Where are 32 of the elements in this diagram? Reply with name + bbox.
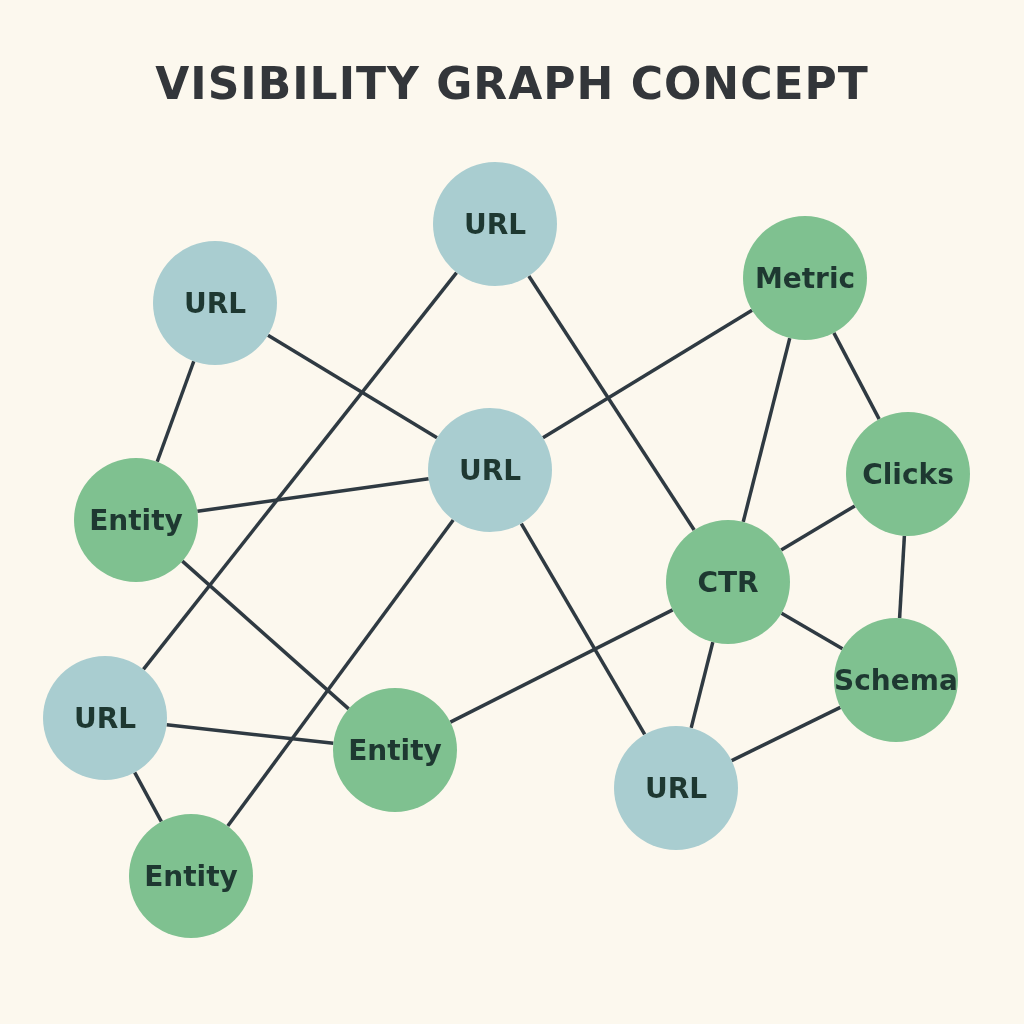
connector-line [527,275,696,531]
node-label: Clicks [862,457,954,491]
node-label: Entity [348,733,442,767]
connector-line [181,559,350,711]
node-label: URL [183,286,247,320]
node-label: URL [644,771,708,805]
connector-line [155,360,196,463]
node-label: Schema [834,663,958,697]
connector-line [689,641,715,729]
node-label: CTR [697,565,759,599]
connector-line [730,705,842,763]
connector-line [741,337,792,523]
node-label: Entity [144,859,238,893]
connector-line [542,308,753,440]
connector-line [166,723,334,745]
diagram-title: VISIBILITY GRAPH CONCEPT [155,58,869,109]
connector-line [780,504,856,552]
connector-line [197,476,429,514]
connector-line [449,608,674,724]
connector-line [267,333,438,440]
node-label: URL [458,453,522,487]
connector-line [226,518,455,828]
node-label: Entity [89,503,183,537]
connector-line [832,332,881,420]
connector-line [897,535,907,619]
connector-line [780,611,844,651]
node-label: Metric [754,261,856,295]
node-label: URL [463,207,527,241]
connector-line [133,771,163,823]
node-label: URL [73,701,137,735]
connector-line [142,271,458,671]
connector-line [519,522,647,736]
